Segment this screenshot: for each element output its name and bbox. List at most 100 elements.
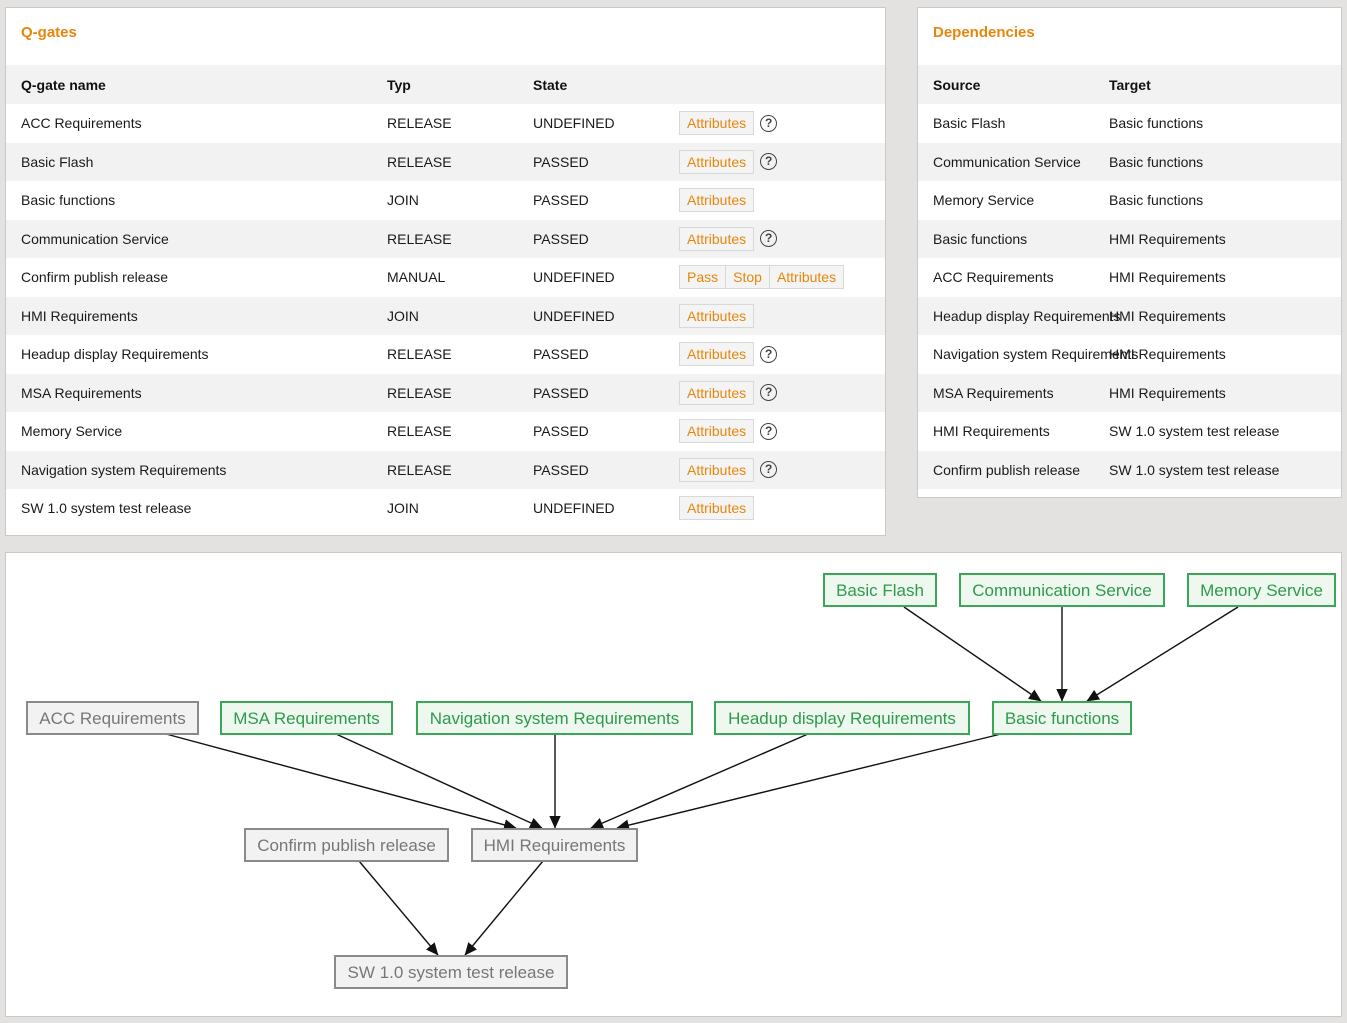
qgate-state: PASSED — [518, 373, 664, 412]
graph-node-confirm-publish-release[interactable]: Confirm publish release — [244, 828, 449, 862]
attributes-button[interactable]: Attributes — [679, 303, 755, 328]
dependency-graph: Basic Flash Communication Service Memory S… — [26, 573, 1336, 989]
dependency-source: Navigation system Requirements — [918, 335, 1138, 374]
graph-node-msa-requirements[interactable]: MSA Requirements — [220, 701, 393, 735]
graph-node-navigation-system-requirements[interactable]: Navigation system Requirements — [416, 701, 693, 735]
graph-node-memory-service[interactable]: Memory Service — [1187, 573, 1336, 607]
qgate-type: RELEASE — [372, 450, 518, 489]
qgates-title: Q-gates — [21, 24, 77, 41]
qgate-name: Memory Service — [6, 412, 372, 451]
dependency-graph-panel: Basic Flash Communication Service Memory S… — [5, 552, 1342, 1017]
graph-node-label: Confirm publish release — [257, 836, 436, 855]
graph-node-basic-flash[interactable]: Basic Flash — [823, 573, 937, 607]
qgate-name: Navigation system Requirements — [6, 450, 372, 489]
graph-node-label: Communication Service — [972, 581, 1152, 600]
attributes-button[interactable]: Attributes — [679, 149, 755, 174]
edge-acc-requirements-to-hmi-requirements — [165, 733, 517, 831]
column-header-type[interactable]: Typ — [372, 65, 518, 104]
qgate-state: PASSED — [518, 335, 664, 374]
graph-node-label: SW 1.0 system test release — [348, 963, 555, 982]
dependency-target: HMI Requirements — [1094, 296, 1341, 335]
graph-node-basic-functions[interactable]: Basic functions — [992, 701, 1132, 735]
dependency-target: HMI Requirements — [1094, 373, 1341, 412]
qgate-actions: Attributes? — [664, 219, 885, 258]
column-header-state[interactable]: State — [518, 65, 664, 104]
graph-node-hmi-requirements[interactable]: HMI Requirements — [471, 828, 638, 862]
column-header-target[interactable]: Target — [1094, 65, 1341, 104]
edge-msa-requirements-to-hmi-requirements — [335, 733, 543, 829]
qgate-actions: Attributes? — [664, 142, 885, 181]
qgate-type: RELEASE — [372, 412, 518, 451]
graph-node-label: Headup display Requirements — [728, 709, 956, 728]
graph-node-box — [471, 828, 638, 862]
graph-node-sw-test-release[interactable]: SW 1.0 system test release — [334, 955, 568, 989]
dependency-source: Basic Flash — [918, 104, 1094, 143]
help-icon[interactable]: ? — [760, 384, 778, 402]
qgate-actions: Attributes — [664, 181, 885, 220]
help-icon[interactable]: ? — [760, 230, 778, 248]
attributes-button[interactable]: Attributes — [679, 188, 755, 213]
help-icon[interactable]: ? — [760, 114, 778, 132]
attributes-button[interactable]: Attributes — [679, 111, 755, 136]
attributes-button[interactable]: Attributes — [679, 380, 755, 405]
dependency-source: Basic functions — [918, 219, 1094, 258]
dependency-source: Communication Service — [918, 142, 1094, 181]
help-icon[interactable]: ? — [760, 461, 778, 479]
edge-confirm-publish-release-to-sw-test-release — [358, 860, 439, 956]
help-icon[interactable]: ? — [760, 345, 778, 363]
graph-node-label: Basic Flash — [836, 581, 924, 600]
column-header-source[interactable]: Source — [918, 65, 1094, 104]
graph-node-label: ACC Requirements — [39, 709, 185, 728]
attributes-button[interactable]: Attributes — [679, 342, 755, 367]
qgate-type: JOIN — [372, 181, 518, 220]
attributes-button[interactable]: Attributes — [679, 419, 755, 444]
graph-node-acc-requirements[interactable]: ACC Requirements — [26, 701, 199, 735]
stop-button[interactable]: Stop — [725, 265, 770, 290]
graph-node-label: Memory Service — [1200, 581, 1323, 600]
attributes-button[interactable]: Attributes — [679, 457, 755, 482]
column-header-actions — [664, 65, 885, 104]
attributes-button[interactable]: Attributes — [768, 265, 845, 290]
qgate-actions: Attributes — [664, 296, 885, 335]
help-icon[interactable]: ? — [760, 153, 778, 171]
dependency-source: HMI Requirements — [918, 412, 1094, 451]
dependency-source: Confirm publish release — [918, 450, 1094, 489]
graph-node-communication-service[interactable]: Communication Service — [959, 573, 1165, 607]
attributes-button[interactable]: Attributes — [679, 496, 755, 521]
attributes-button[interactable]: Attributes — [679, 226, 755, 251]
edge-hmi-requirements-to-sw-test-release — [464, 860, 544, 956]
qgate-name: Headup display Requirements — [6, 335, 372, 374]
qgate-actions: Attributes? — [664, 450, 885, 489]
qgate-state: UNDEFINED — [518, 258, 664, 297]
column-header-name[interactable]: Q-gate name — [6, 65, 372, 104]
pass-button[interactable]: Pass — [679, 265, 727, 290]
help-icon[interactable]: ? — [760, 422, 778, 440]
graph-node-headup-display-requirements[interactable]: Headup display Requirements — [714, 701, 970, 735]
dependency-target: Basic functions — [1094, 142, 1341, 181]
dependency-target: HMI Requirements — [1094, 219, 1341, 258]
graph-node-box — [220, 701, 393, 735]
